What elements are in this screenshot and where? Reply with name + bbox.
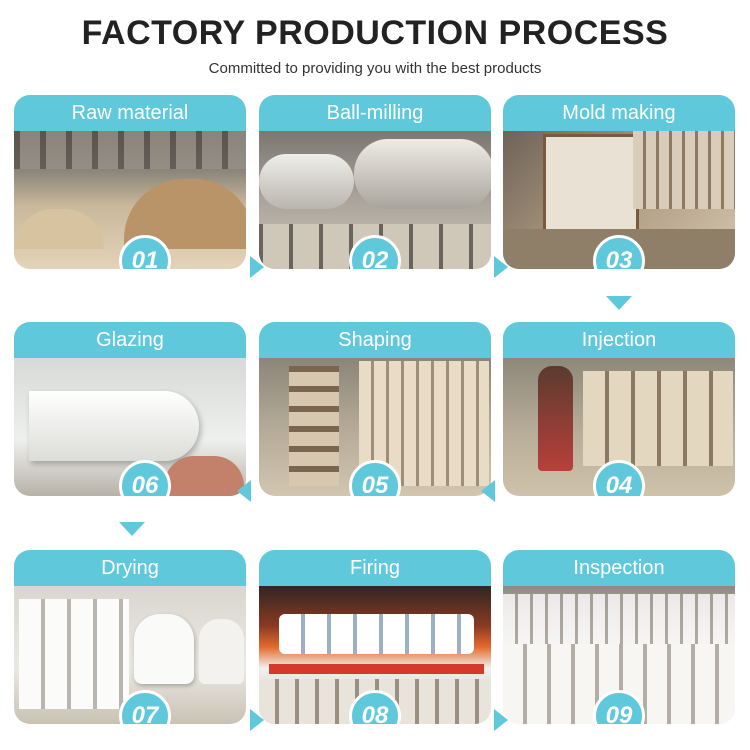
step-card-shaping: Shaping 05 <box>259 322 491 496</box>
chevron-down-icon <box>606 296 632 310</box>
step-card-firing: Firing 08 <box>259 550 491 724</box>
page-title: FACTORY PRODUCTION PROCESS <box>81 14 669 52</box>
chevron-left-icon <box>481 480 495 502</box>
step-number-badge: 09 <box>593 690 645 724</box>
step-label: Shaping <box>259 322 491 358</box>
step-number-badge: 07 <box>119 690 171 724</box>
step-card-ball-milling: Ball-milling 02 <box>259 95 491 269</box>
step-label: Inspection <box>503 550 735 586</box>
step-number-badge: 08 <box>349 690 401 724</box>
step-number-badge: 02 <box>349 235 401 269</box>
step-card-inspection: Inspection 09 <box>503 550 735 724</box>
step-label: Injection <box>503 322 735 358</box>
step-number-badge: 01 <box>119 235 171 269</box>
injection-photo <box>503 356 735 496</box>
step-number-badge: 03 <box>593 235 645 269</box>
step-label: Firing <box>259 550 491 586</box>
step-number-badge: 05 <box>349 460 401 496</box>
shaping-photo <box>259 356 491 496</box>
step-number-badge: 06 <box>119 460 171 496</box>
step-card-injection: Injection 04 <box>503 322 735 496</box>
raw-material-photo <box>14 129 246 269</box>
step-card-mold-making: Mold making 03 <box>503 95 735 269</box>
chevron-left-icon <box>237 480 251 502</box>
step-label: Glazing <box>14 322 246 358</box>
step-card-raw-material: Raw material 01 <box>14 95 246 269</box>
chevron-down-icon <box>119 522 145 536</box>
step-label: Ball-milling <box>259 95 491 131</box>
step-label: Mold making <box>503 95 735 131</box>
step-label: Raw material <box>14 95 246 131</box>
step-card-glazing: Glazing 06 <box>14 322 246 496</box>
step-card-drying: Drying 07 <box>14 550 246 724</box>
page-subtitle: Committed to providing you with the best… <box>208 60 542 77</box>
step-label: Drying <box>14 550 246 586</box>
step-number-badge: 04 <box>593 460 645 496</box>
